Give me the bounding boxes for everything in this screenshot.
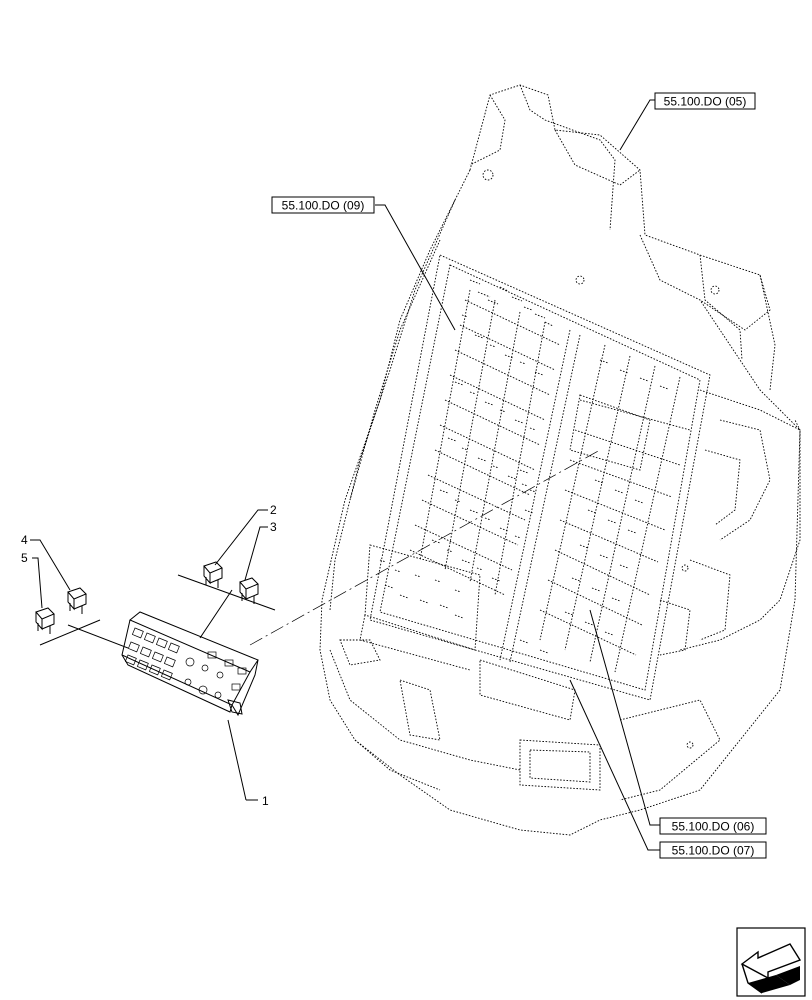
leader-lines <box>30 99 660 851</box>
reference-07-label: 55.100.DO (07) <box>672 844 755 858</box>
reference-06-label: 55.100.DO (06) <box>672 820 755 834</box>
item-number-2: 2 <box>270 503 277 517</box>
fuse-item-2 <box>203 561 223 588</box>
fuse-relay-board <box>359 254 711 721</box>
reference-05[interactable]: 55.100.DO (05) <box>654 92 756 110</box>
item-number-5: 5 <box>21 551 28 565</box>
fuse-texture <box>379 279 669 654</box>
item-number-1: 1 <box>262 794 269 808</box>
fuse-item-5 <box>35 607 55 634</box>
reference-09-label: 55.100.DO (09) <box>282 199 365 213</box>
item-number-3: 3 <box>270 520 277 534</box>
fuse-holder-assembly <box>121 611 259 717</box>
cab-housing <box>319 84 801 836</box>
item-number-4: 4 <box>21 533 28 547</box>
reference-06[interactable]: 55.100.DO (06) <box>659 817 767 835</box>
reference-07[interactable]: 55.100.DO (07) <box>659 841 767 859</box>
reference-05-label: 55.100.DO (05) <box>664 95 747 109</box>
reference-09[interactable]: 55.100.DO (09) <box>271 196 375 214</box>
installation-centerline <box>249 449 601 646</box>
fuse-item-4 <box>67 587 87 614</box>
alignment-lines <box>39 574 276 649</box>
previous-page-arrow-icon[interactable] <box>736 927 806 997</box>
